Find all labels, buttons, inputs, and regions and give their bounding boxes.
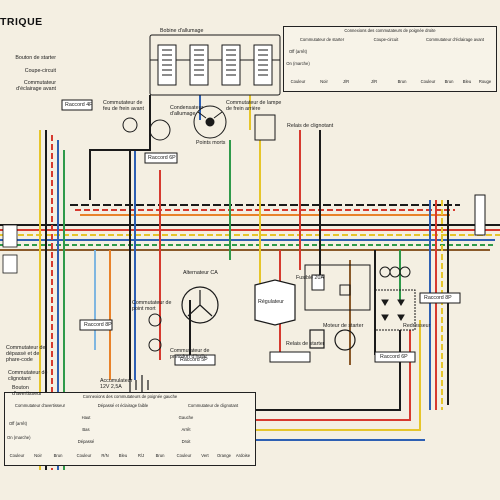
contact-points [122,105,276,141]
label-coupe-circuit: Coupe-circuit [24,68,56,74]
left-table-color: Bleu [118,453,128,458]
right-table-row: Couleur [290,79,306,84]
label-raccord-6p: Raccord 6P [148,155,176,161]
label-commutateur-pression-huile: Commutateur de pression d'huile [170,348,210,360]
label-raccord-8p-right: Raccord 8P [424,295,452,301]
left-handlebar-table: Connexions des commutateurs de poignée g… [4,392,256,466]
left-table-header: Dépassé et éclairage faible [97,403,149,408]
right-table-row: On (marche) [286,61,310,66]
right-table-row: Off (arrêt) [288,49,308,54]
ignition-coil [149,34,281,96]
diagram-title: TRIQUE [0,16,43,28]
label-relais-clignotant: Relais de clignotant [287,123,334,129]
label-points-morts: Points morts [196,140,226,146]
right-table-color: Bleu [462,79,472,84]
left-table-row: Off (arrêt) [8,421,28,426]
left-table-row: On (marche) [7,435,31,440]
left-table-row: Arrêt [181,427,191,432]
label-commutateur-point-mort: Commutateur de point mort [132,300,172,312]
left-table-color: R/N [101,453,109,458]
label-bobine-allumage: Bobine d'allumage [160,28,204,34]
label-raccord-4p: Raccord 4P [65,102,93,108]
right-table-color: Brun [397,79,407,84]
left-table-color: Orange [217,453,231,458]
left-table-color: Couleur [76,453,92,458]
neutral-oil-switches [148,313,162,352]
right-table-color: Rouge [478,79,492,84]
right-switch-symbols [379,266,411,278]
right-handlebar-table: Connexions des commutateurs de poignée d… [283,26,497,92]
label-commutateur-clignotant: Commutateur de clignotant [8,370,48,382]
battery [129,375,149,395]
label-raccord-8p: Raccord 8P [84,322,112,328]
left-table-color: Ardoise [235,453,251,458]
left-table-color: Couleur [9,453,25,458]
starter-motor [309,329,356,351]
label-raccord-6p-b: Raccord 6P [380,354,408,360]
right-table-color: J/R [370,79,378,84]
regulator [254,279,296,326]
label-commutateur-depasse: Commutateur de dépassé et de phare-code [6,345,46,363]
label-redresseur: Redresseur [403,323,431,329]
left-table-color: Brun [53,453,63,458]
connectors [61,99,486,366]
right-table-color: Noir [320,79,328,84]
right-table-color: Brun [444,79,454,84]
label-accumulateur: Accumulateur 12V 2,5A [100,378,133,390]
left-table-caption: Connexions des commutateurs de poignée g… [82,394,178,399]
label-raccord-5p: Raccord 5P [180,357,208,363]
right-table-header: Commutateur de starter [299,37,345,42]
right-table-color: J/R [342,79,350,84]
starter-relay-box [304,264,371,311]
left-table-color: Noir [34,453,42,458]
label-commutateur-eclairage: Commutateur d'éclairage avant [16,80,56,92]
left-table-row: Gauche [178,415,194,420]
left-table-color: Brun [155,453,165,458]
left-table-row: Droit [181,439,191,444]
label-bouton-avertisseur: Bouton d'avertisseur [12,385,42,397]
left-table-row: Bas [82,427,90,432]
left-table-color: Couleur [176,453,192,458]
label-commutateur-feu-frein-avant: Commutateur de feu de frein avant [103,100,144,112]
label-fusible: Fusible 20A [296,275,324,281]
rectifier [374,289,416,331]
label-commutateur-lampe-frein-arriere: Commutateur de lampe de frein arrière [226,100,282,112]
alternator [181,286,219,324]
right-table-color: Couleur [420,79,436,84]
right-table-header: Commutateur d'éclairage avant [425,37,485,42]
left-table-header: Commutateur d'avertisseur [14,403,66,408]
left-table-color: Vert [201,453,209,458]
left-table-row: Haut [81,415,91,420]
label-moteur-starter: Moteur de starter [323,323,364,329]
left-table-row: Dépassé [77,439,95,444]
label-condensateur: Condensateur d'allumage [170,105,204,117]
label-alternateur: Alternateur CA [183,270,218,276]
label-regulateur: Régulateur [258,299,284,305]
right-table-caption: Connexions des commutateurs de poignée d… [344,28,436,33]
left-connector-stack [2,224,18,274]
right-table-header: Coupe-circuit [373,37,399,42]
left-table-header: Commutateur de clignotant [187,403,239,408]
label-bouton-starter: Bouton de starter [15,55,56,61]
left-table-color: R/J [137,453,145,458]
label-relais-starter: Relais de starter [286,341,325,347]
